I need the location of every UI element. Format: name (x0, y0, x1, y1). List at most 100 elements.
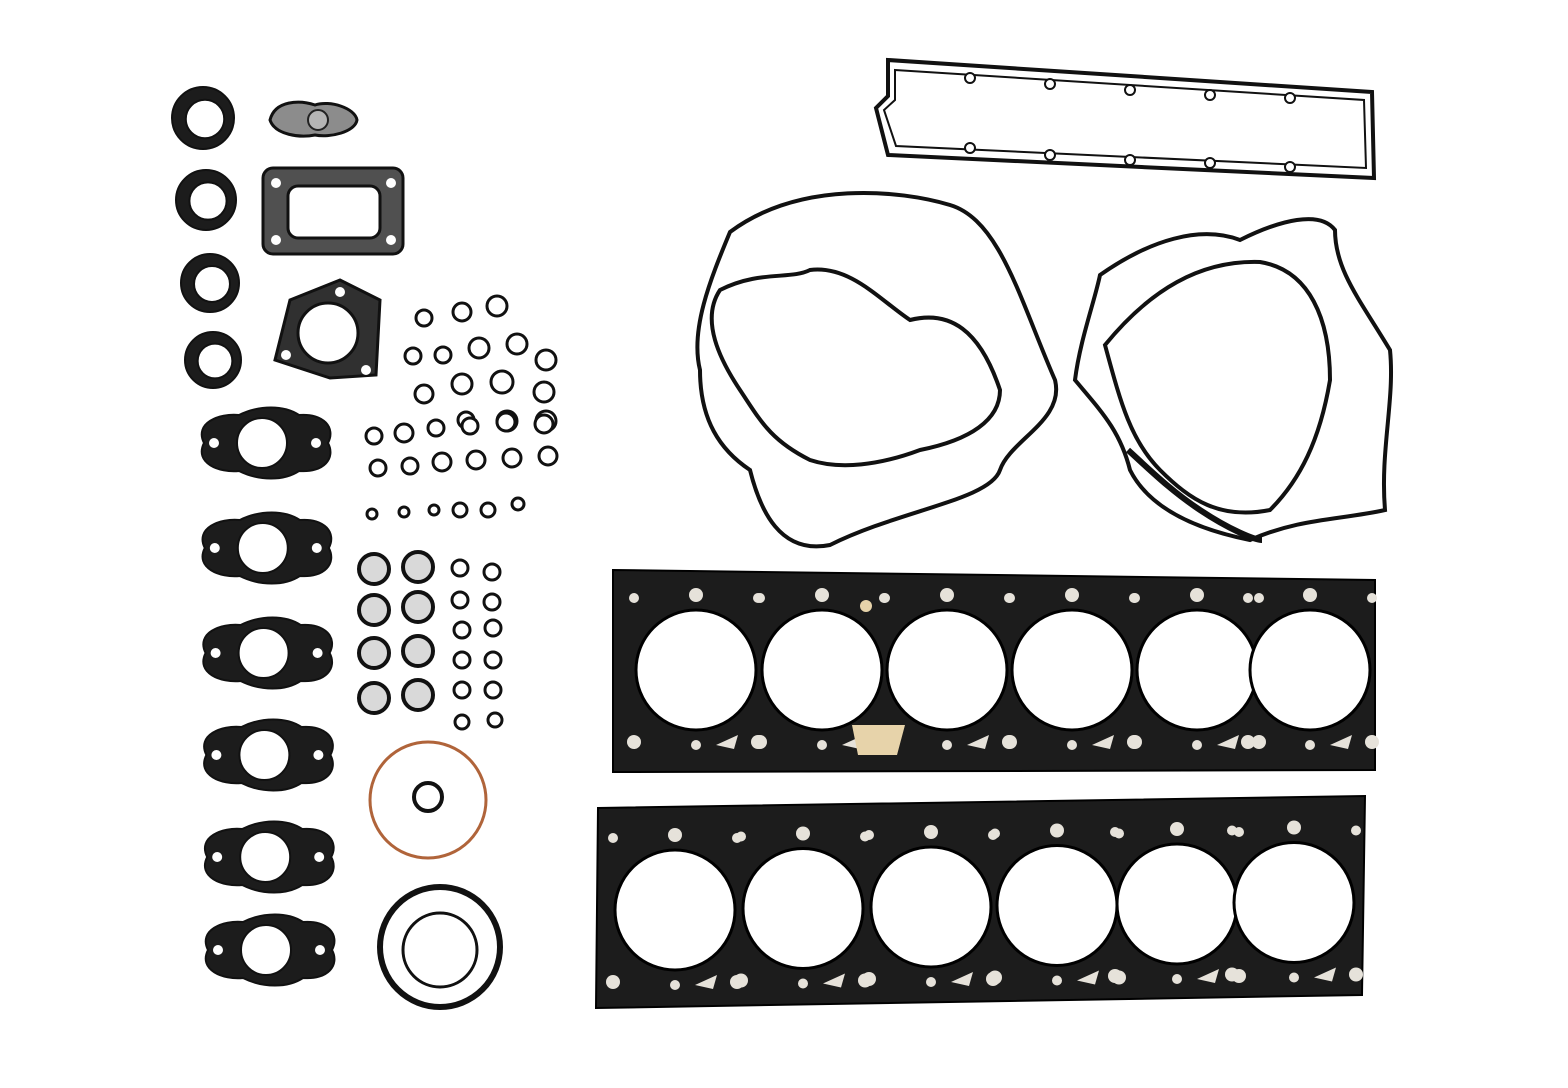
small-oring (483, 680, 503, 700)
head-gasket-slot (1330, 735, 1352, 749)
head-gasket-port (1305, 740, 1315, 750)
head-gasket-port (1067, 740, 1077, 750)
head-gasket-port (627, 735, 641, 749)
small-oring (483, 618, 503, 638)
head-gasket-port (629, 593, 639, 603)
small-oring (403, 346, 423, 366)
head-gasket-port (926, 977, 936, 987)
manifold-port (239, 831, 292, 883)
bolt-hole (315, 945, 325, 955)
small-oring (433, 345, 453, 365)
small-oring (453, 713, 471, 731)
head-gasket-port (1172, 974, 1182, 984)
manifold-port (240, 924, 292, 976)
small-oring (489, 369, 515, 395)
small-oring (431, 451, 453, 473)
bolt-hole (209, 438, 219, 448)
bolt-tab (964, 142, 976, 154)
small-oring (401, 590, 435, 624)
small-oring (397, 505, 411, 519)
head-gasket-port (734, 973, 748, 988)
cylinder-bore (869, 845, 993, 969)
cylinder-bore (1232, 841, 1356, 964)
small-oring (482, 592, 502, 612)
head-gasket-dowel (860, 600, 872, 612)
head-gasket-port (1254, 593, 1264, 603)
head-gasket-port (1287, 820, 1301, 835)
head-gasket-port (1252, 735, 1266, 749)
oil-seals-column (171, 86, 242, 389)
oil-seal-bore (184, 98, 226, 140)
small-oring (534, 348, 558, 372)
head-gasket-port (880, 593, 890, 603)
cylinder-head-gasket (612, 568, 1379, 774)
head-gasket-port (668, 828, 682, 842)
manifold-gasket (204, 820, 335, 894)
head-gasket-port (990, 828, 1000, 839)
bolt-hole (213, 945, 223, 955)
manifold-gasket (200, 406, 332, 480)
small-oring (401, 634, 435, 668)
small-oring (501, 447, 523, 469)
head-gasket-slot (1314, 967, 1336, 982)
small-oring (414, 308, 434, 328)
bolt-hole (314, 852, 325, 862)
rear-crank-seal (377, 884, 503, 1010)
small-oring (401, 678, 435, 712)
oil-seal-bore (188, 181, 228, 221)
head-gasket-port (1128, 735, 1142, 749)
head-gasket-port (1108, 969, 1122, 983)
head-gasket-slot (1092, 735, 1114, 749)
bolt-hole (313, 750, 324, 760)
small-oring (452, 680, 472, 700)
small-oring (368, 458, 388, 478)
head-gasket-port (817, 740, 827, 750)
oil-seal (171, 86, 235, 150)
oil-seal-bore (196, 342, 234, 380)
small-oring (357, 636, 391, 670)
small-oring (450, 372, 474, 396)
head-gasket-slot (695, 975, 717, 989)
head-gasket-port (864, 830, 874, 840)
head-gasket-port (798, 978, 808, 989)
bolt-hole (311, 438, 321, 448)
bolt-hole (211, 750, 222, 760)
turbo-flange-gasket (261, 166, 405, 256)
cylinder-bore (1248, 608, 1372, 732)
cylinder-bore (995, 844, 1119, 967)
valve-cover-gasket (873, 57, 1377, 181)
small-oring (364, 426, 384, 446)
head-gasket-port (796, 826, 810, 841)
head-gasket-port (1351, 825, 1361, 836)
small-oring (450, 558, 470, 578)
head-gasket-port (753, 735, 767, 749)
head-gasket-port (1190, 588, 1204, 602)
head-gasket-port (606, 975, 620, 989)
head-gasket-port (1005, 593, 1015, 603)
head-gasket-port (942, 740, 952, 750)
manifold-gasket (204, 913, 336, 987)
head-gasket-slot (951, 972, 973, 986)
head-gasket-port (755, 593, 765, 603)
small-oring (450, 590, 470, 610)
manifold-gaskets-column (200, 406, 336, 987)
small-oring (533, 413, 555, 435)
head-gasket-port (1110, 827, 1120, 837)
head-gasket-port (924, 825, 938, 839)
egr-flange-gasket (268, 100, 359, 138)
manifold-gasket (203, 718, 334, 792)
head-gasket-slot (1217, 735, 1239, 749)
head-gasket-port (670, 980, 680, 990)
bolt-tab (1124, 154, 1136, 166)
head-gasket-port (815, 588, 829, 602)
small-oring (483, 650, 503, 670)
large-oring-left (695, 190, 1059, 549)
small-oring (452, 650, 472, 670)
exhaust-outlet-gasket (273, 278, 382, 380)
manifold-port (236, 522, 289, 574)
manifold-gasket (202, 616, 333, 690)
small-oring (393, 422, 415, 444)
head-gasket-port (1241, 735, 1255, 749)
head-gasket-port (691, 740, 701, 750)
